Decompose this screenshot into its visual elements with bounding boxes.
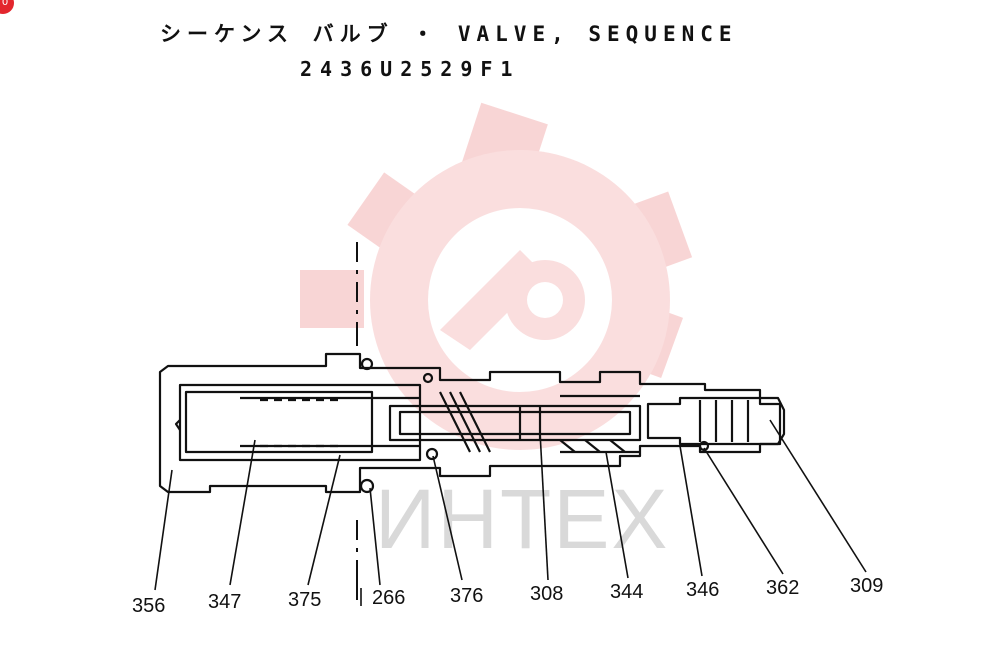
callout-362: 362 [766,577,799,599]
callout-266: 266 [372,587,405,609]
part-number: 2436U2529F1 [300,57,521,81]
corner-badge: 0 [0,0,14,14]
callout-309: 309 [850,575,883,597]
watermark-gear-icon [300,102,693,450]
valve-body [158,352,786,494]
page-title: シーケンス バルブ ・ VALVE, SEQUENCE [160,22,738,46]
watermark-text: ИНТЕХ [375,472,669,566]
callout-344: 344 [610,581,643,603]
callout-375: 375 [288,589,321,611]
callout-labels: 356 347 375 266 376 308 344 346 362 309 [132,575,883,617]
leader-lines [154,419,867,591]
callout-308: 308 [530,583,563,605]
callout-376: 376 [450,585,483,607]
callout-347: 347 [208,591,241,613]
callout-346: 346 [686,579,719,601]
callout-356: 356 [132,595,165,617]
